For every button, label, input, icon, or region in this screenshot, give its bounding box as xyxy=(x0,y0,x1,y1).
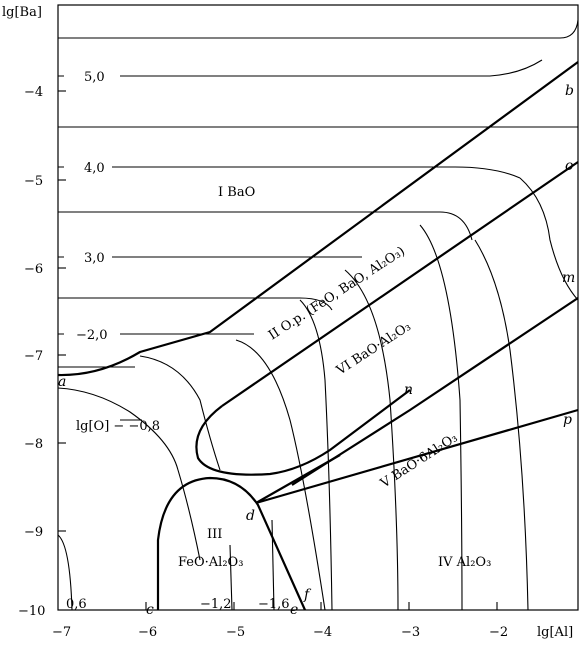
point-c: c xyxy=(146,602,154,618)
region-label-III-number: III xyxy=(207,527,222,542)
x-tick-label: −6 xyxy=(138,625,157,640)
x-axis-ticks xyxy=(145,602,498,610)
isoline-16 xyxy=(271,519,275,611)
y-tick-labels: −4 −5 −6 −7 −8 −9 −10 xyxy=(18,85,45,619)
region-label-V: V BaO·6Al₂O₃ xyxy=(377,431,460,492)
boundary-loop xyxy=(195,389,411,476)
x-tick-label: −4 xyxy=(313,625,332,640)
region-label-I: I BaO xyxy=(218,185,255,200)
isoline xyxy=(58,297,333,311)
boundary-p xyxy=(255,408,579,505)
y-tick-label: −6 xyxy=(24,262,43,277)
isoline xyxy=(139,355,221,471)
point-labels: a b c d e f m n o p xyxy=(58,83,575,618)
isoline-label-12: −1,2 xyxy=(200,597,232,612)
boundary-a-b xyxy=(57,61,579,377)
x-tick-label: −2 xyxy=(489,625,508,640)
x-axis-label: lg[Al] xyxy=(537,625,573,640)
boundary-d-n xyxy=(255,454,341,504)
y-tick-label: −7 xyxy=(24,349,43,364)
boundary-o xyxy=(221,161,579,407)
y-tick-label: −4 xyxy=(24,85,43,100)
y-tick-label: −9 xyxy=(24,525,43,540)
point-b: b xyxy=(565,83,574,99)
isoline-label-5: 5,0 xyxy=(84,70,105,85)
isoline-label-06: 0,6 xyxy=(66,597,87,612)
point-n: n xyxy=(404,382,413,398)
point-p: p xyxy=(563,412,572,428)
isoline-12 xyxy=(229,544,233,611)
y-tick-label: −5 xyxy=(24,174,43,189)
region-label-IV: IV Al₂O₃ xyxy=(438,555,491,570)
point-a: a xyxy=(58,374,66,390)
isoline xyxy=(58,19,579,39)
point-f: f xyxy=(303,587,312,603)
isoline xyxy=(299,299,333,611)
isoline xyxy=(419,224,463,611)
y-tick-label: −8 xyxy=(24,437,43,452)
boundary-c-e xyxy=(156,476,307,611)
y-tick-label: −10 xyxy=(18,604,45,619)
lgO-label: lg[O] − −0,8 xyxy=(76,419,160,434)
region-label-VI: VI BaO·Al₂O₃ xyxy=(333,319,414,379)
inner-isolines xyxy=(57,177,579,611)
plot-frame xyxy=(57,4,579,611)
isoline xyxy=(58,211,473,241)
x-tick-label: −3 xyxy=(401,625,420,640)
isoline xyxy=(519,177,579,301)
isoline-label-2: −2,0 xyxy=(76,328,108,343)
ba-isolines xyxy=(58,19,579,368)
isoline-label-16: −1,6 xyxy=(258,597,290,612)
point-o: o xyxy=(565,158,573,174)
isoline-5 xyxy=(58,59,543,77)
isoline-4 xyxy=(58,166,521,179)
isoline xyxy=(344,269,399,611)
y-axis-label: lg[Ba] xyxy=(2,5,42,20)
region-label-III-name: FeO·Al₂O₃ xyxy=(178,555,243,570)
x-tick-labels: −7 −6 −5 −4 −3 −2 xyxy=(52,625,508,640)
x-tick-label: −5 xyxy=(226,625,245,640)
isoline-label-3: 3,0 xyxy=(84,251,105,266)
isoline xyxy=(474,239,529,611)
point-e: e xyxy=(290,602,298,618)
isoline xyxy=(57,387,201,561)
isoline-06 xyxy=(57,534,73,611)
isoline xyxy=(235,339,326,611)
x-tick-label: −7 xyxy=(52,625,71,640)
point-d: d xyxy=(246,508,255,524)
y-axis-ticks xyxy=(58,90,66,532)
point-m: m xyxy=(562,270,575,286)
isoline-label-4: 4,0 xyxy=(84,161,105,176)
